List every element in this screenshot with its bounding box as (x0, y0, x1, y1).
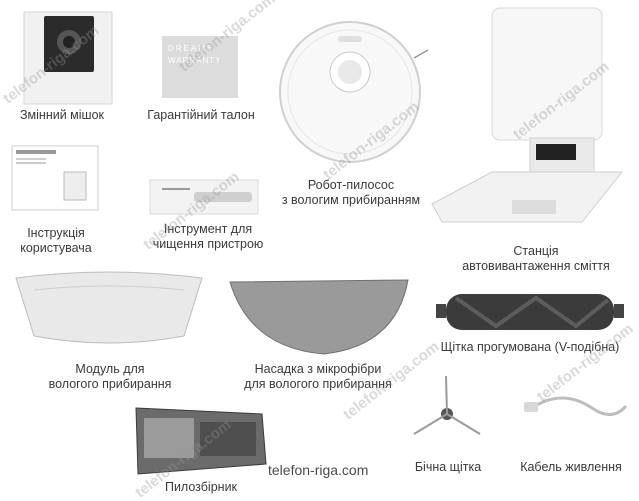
label-mop-module-2: вологого прибирання (48, 377, 172, 391)
label-user-manual-2: користувача (20, 241, 92, 255)
side-brush-image (413, 375, 481, 435)
warranty-card-word: WARRANTY (168, 56, 222, 65)
power-cable-image (524, 396, 628, 416)
mop-module-image (15, 271, 203, 344)
user-manual-image (11, 145, 99, 211)
warranty-card: DREAME WARRANTY (162, 36, 238, 98)
label-replacement-bag: Змінний мішок (20, 108, 104, 122)
label-station-2: автовивантаження сміття (462, 259, 610, 273)
label-dustbin: Пилозбірник (164, 480, 238, 494)
label-microfiber-pad-1: Насадка з мікрофібри (254, 362, 382, 376)
cleaning-tool-image (149, 179, 259, 215)
label-side-brush: Бічна щітка (414, 460, 482, 474)
replacement-bag-image (23, 11, 113, 105)
warranty-card-brand: DREAME (168, 44, 215, 53)
label-cleaning-tool-1: Інструмент для (163, 222, 253, 236)
rubber-brush-image (436, 294, 624, 330)
label-robot-vacuum-2: з вологим прибиранням (281, 193, 421, 207)
label-user-manual-1: Інструкція (27, 226, 85, 240)
dustbin-image (135, 407, 267, 475)
label-robot-vacuum-1: Робот-пилосос (307, 178, 395, 192)
label-power-cable: Кабель живлення (520, 460, 622, 474)
label-microfiber-pad-2: для вологого прибирання (244, 377, 392, 391)
label-rubber-brush: Щітка прогумована (V-подібна) (440, 340, 620, 354)
robot-vacuum-image (279, 21, 429, 163)
auto-empty-station-image (431, 7, 624, 223)
microfiber-pad-image (229, 279, 409, 355)
label-cleaning-tool-2: чищення пристрою (152, 237, 264, 251)
label-mop-module-1: Модуль для (75, 362, 145, 376)
site-caption: telefon-riga.com (268, 462, 369, 478)
label-station-1: Станція (513, 244, 559, 258)
label-warranty-card: Гарантійний талон (147, 108, 255, 122)
